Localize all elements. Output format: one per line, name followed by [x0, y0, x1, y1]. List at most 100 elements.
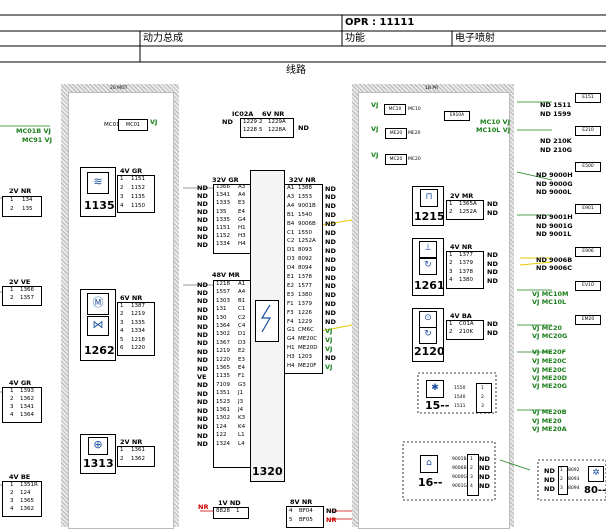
- c1135-pins[interactable]: [117, 175, 155, 213]
- rt-vjme20c-2: VJ ME20C: [532, 366, 567, 374]
- wiring-label: 线路: [286, 65, 306, 76]
- ecu-g3-pin: E3: [287, 291, 294, 298]
- c1313-pins[interactable]: [117, 446, 155, 467]
- ecu-g1-pin: H1: [238, 225, 246, 231]
- mc01-connector[interactable]: MC01: [118, 119, 148, 131]
- ecu-g3-pin: B4: [287, 220, 295, 227]
- ecu-g1-nd: ND: [197, 199, 208, 208]
- ecu-g3-code: 1540: [298, 211, 312, 218]
- ecu-g3-nd: ND: [325, 229, 336, 237]
- rt-e910a-box[interactable]: E910A: [444, 111, 470, 121]
- ecu-g3-pin: F1: [287, 300, 294, 307]
- ecu-g3-block[interactable]: [284, 184, 323, 374]
- rt-vjmc20: VJ MC20: [532, 324, 562, 332]
- left-c3-code: 1362: [20, 396, 34, 402]
- c15-code: 1511: [454, 404, 466, 409]
- ecu-g2-nd: ND: [197, 423, 208, 432]
- c1215-pins[interactable]: [446, 200, 484, 220]
- c80-pins[interactable]: [558, 466, 568, 495]
- c2120-nd: ND: [487, 329, 498, 337]
- ecu-g3-code: ME20C: [298, 336, 318, 343]
- c1262-code: 1335: [131, 320, 145, 326]
- rt-e906-box[interactable]: E906: [575, 247, 601, 257]
- c1215-pin: 2: [449, 209, 453, 215]
- ecu-g1-block[interactable]: [213, 184, 251, 254]
- bottom-c1-box[interactable]: [213, 507, 249, 519]
- c1215-spec: 2V MR: [450, 192, 474, 200]
- c80-nd: ND: [544, 485, 555, 493]
- bottom-c2-code: BF04: [299, 508, 313, 514]
- rt-nd210k: ND 210K: [540, 137, 572, 145]
- ecu-g2-code: 1324: [216, 440, 230, 447]
- c80-pin: 1: [560, 468, 563, 473]
- rt-e901-box[interactable]: E901: [575, 204, 601, 214]
- component-80-id: 80--: [584, 485, 606, 496]
- ecu-g2-nd: ND: [197, 288, 208, 297]
- ecu-g1-code: 1333: [216, 200, 230, 207]
- c02a-pins[interactable]: [240, 118, 294, 138]
- left-c1-box[interactable]: [2, 196, 42, 217]
- left-c4-box[interactable]: [2, 481, 42, 517]
- rt-em20-box[interactable]: EM20: [575, 315, 601, 325]
- rt-mc10l-vj: MC10L VJ: [476, 126, 511, 134]
- c02a-nd: ND: [222, 118, 233, 126]
- ecu-g2-pin: F1: [238, 373, 245, 380]
- pedal-position-icon: ↻: [419, 327, 437, 344]
- ecu-g1-code: 1366: [216, 184, 230, 190]
- rt-e151-box[interactable]: E151: [575, 93, 601, 103]
- rt-nd9000g: ND 9000G: [536, 180, 573, 188]
- c1261-code: 1378: [459, 269, 473, 275]
- c2120-pins[interactable]: [446, 320, 484, 340]
- ecu-g2-block[interactable]: [213, 280, 251, 468]
- rt-e500-box[interactable]: E500: [575, 162, 601, 172]
- ecu-g1-code: 1335: [216, 216, 230, 223]
- ecu-g2-pin: E3: [238, 356, 245, 363]
- left-mc01: MC91 VJ: [22, 136, 52, 144]
- c15-pins[interactable]: [476, 383, 492, 413]
- pressure-sensor-icon: ⊓: [420, 189, 438, 207]
- left-c1-pin: 2: [10, 206, 14, 212]
- rt-mc10-connector[interactable]: MC10: [384, 104, 406, 115]
- ecu-g2-pin: C2: [238, 314, 246, 321]
- pedal-sensor-icon: ⊙: [419, 311, 437, 328]
- function-value: 电子喷射: [455, 33, 495, 44]
- ecu-g1-nd: ND: [197, 240, 208, 249]
- left-c3-box[interactable]: [2, 387, 42, 423]
- ecu-g3-code: 1353: [298, 193, 312, 200]
- c1261-nd: ND: [487, 268, 498, 276]
- ecu-g1-code: 1151: [216, 225, 230, 231]
- left-c2-box[interactable]: [2, 286, 42, 306]
- c16-pins[interactable]: [467, 454, 479, 496]
- rt-vj3: VJ: [371, 151, 379, 159]
- ecu-g2-nd: ND: [197, 398, 208, 407]
- c1135-pin: 1: [120, 176, 124, 182]
- component-1215[interactable]: [412, 186, 444, 226]
- c16-nd: ND: [479, 464, 490, 472]
- ecu-g3-pin: A4: [287, 202, 295, 209]
- rt-me20-connector[interactable]: ME20: [385, 128, 407, 139]
- c16-pin: 1: [470, 457, 473, 462]
- ecu-g2-pin: C4: [238, 323, 246, 329]
- ecu-g3-pin: G1: [287, 327, 295, 334]
- rt-mc20-connector[interactable]: MC20: [385, 154, 407, 165]
- ecu-g2-code: 1302: [216, 331, 230, 338]
- c1262-pins[interactable]: [117, 302, 155, 356]
- c1262-pin: 6: [120, 345, 124, 351]
- ecu-g2-nd: VE: [197, 372, 207, 381]
- c1262-code: 1218: [131, 337, 145, 343]
- title-block-grid: [0, 14, 606, 63]
- ecu-g2-nd: ND: [197, 381, 208, 390]
- ecu-g1-code: 1341: [216, 192, 230, 199]
- c1261-pin: 3: [449, 269, 453, 275]
- rt-vj2: VJ: [371, 125, 379, 133]
- c1313-pin: 1: [120, 447, 124, 453]
- ecu-g3-spec: 32V NR: [289, 176, 316, 184]
- rt-nd9001g: ND 9001G: [536, 222, 573, 230]
- rt-e210-box[interactable]: E210: [575, 126, 601, 136]
- c1261-pins[interactable]: [446, 251, 484, 289]
- ecu-g3-code: 8093: [298, 247, 312, 254]
- ecu-g3-nd: ND: [325, 246, 336, 255]
- left-c4-pin: 3: [10, 498, 14, 504]
- left-c3-code: 1393: [20, 388, 34, 394]
- rt-ev10-box[interactable]: EV10: [575, 281, 601, 291]
